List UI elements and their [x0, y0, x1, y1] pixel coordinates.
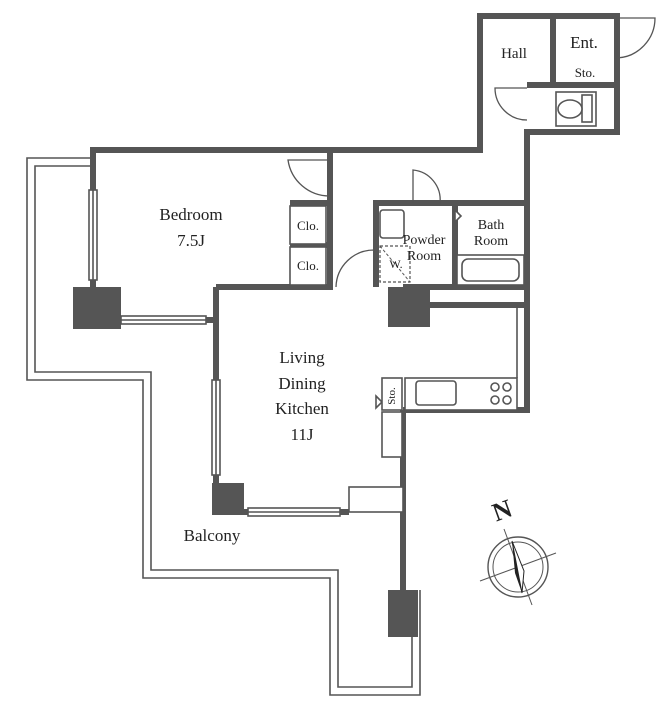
- compass-rose-icon: [479, 528, 557, 606]
- fixtures: [348, 91, 597, 513]
- closets: [289, 205, 327, 286]
- storage-kitchen-label: Sto.: [386, 387, 398, 405]
- powder-room-label-1: Powder: [403, 233, 446, 248]
- closet-2-label: Clo.: [297, 258, 319, 273]
- ldk-label-1: Living: [279, 348, 325, 367]
- windows: [88, 189, 341, 517]
- washer-label: W.: [389, 257, 402, 271]
- columns: [73, 287, 430, 637]
- compass-north-label: N: [488, 494, 516, 528]
- bedroom-size-label: 7.5J: [177, 231, 205, 250]
- bedroom-label: Bedroom: [159, 205, 222, 224]
- ldk-label-3: Kitchen: [275, 399, 329, 418]
- storage-entrance-label: Sto.: [575, 65, 596, 80]
- ldk-size-label: 11J: [291, 425, 314, 444]
- bath-room-label-1: Bath: [478, 218, 504, 233]
- ldk-label-2: Dining: [278, 374, 326, 393]
- balcony-label: Balcony: [184, 526, 241, 545]
- closet-1-label: Clo.: [297, 218, 319, 233]
- doors: [287, 17, 656, 410]
- bath-room-label-2: Room: [474, 234, 508, 249]
- balcony-outline: [26, 157, 421, 696]
- entrance-label: Ent.: [570, 33, 598, 52]
- hall-label: Hall: [501, 46, 527, 62]
- room-labels: Hall Ent. Sto. Bedroom 7.5J Clo. Clo. Po…: [159, 33, 598, 545]
- powder-room-label-2: Room: [407, 249, 441, 264]
